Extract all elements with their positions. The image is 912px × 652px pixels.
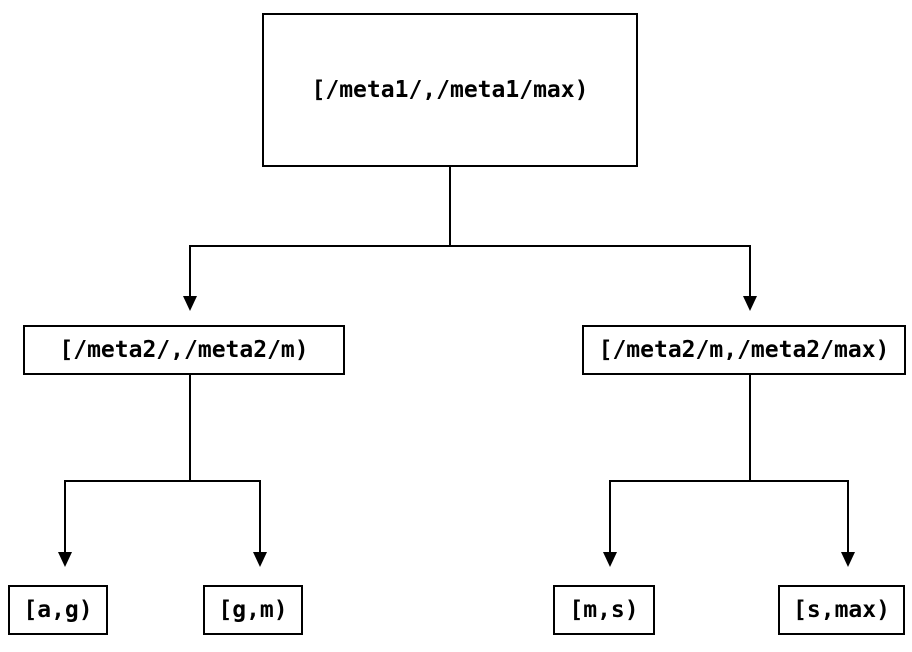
edge-root-fork [189,245,751,296]
node-leaf-smax: [s,max) [778,585,905,635]
edge-right-fork [609,480,849,552]
node-left-interval: [/meta2/,/meta2/m) [23,325,345,375]
arrowhead-icon [841,552,855,567]
arrowhead-icon [58,552,72,567]
arrowhead-icon [253,552,267,567]
arrowhead-icon [743,296,757,311]
edge-left-fork [64,480,261,552]
arrowhead-icon [183,296,197,311]
node-root-interval: [/meta1/,/meta1/max) [262,13,638,167]
arrowhead-icon [603,552,617,567]
node-leaf-gm: [g,m) [203,585,303,635]
node-leaf-ms: [m,s) [553,585,655,635]
node-right-interval: [/meta2/m,/meta2/max) [582,325,906,375]
node-leaf-ag: [a,g) [8,585,108,635]
